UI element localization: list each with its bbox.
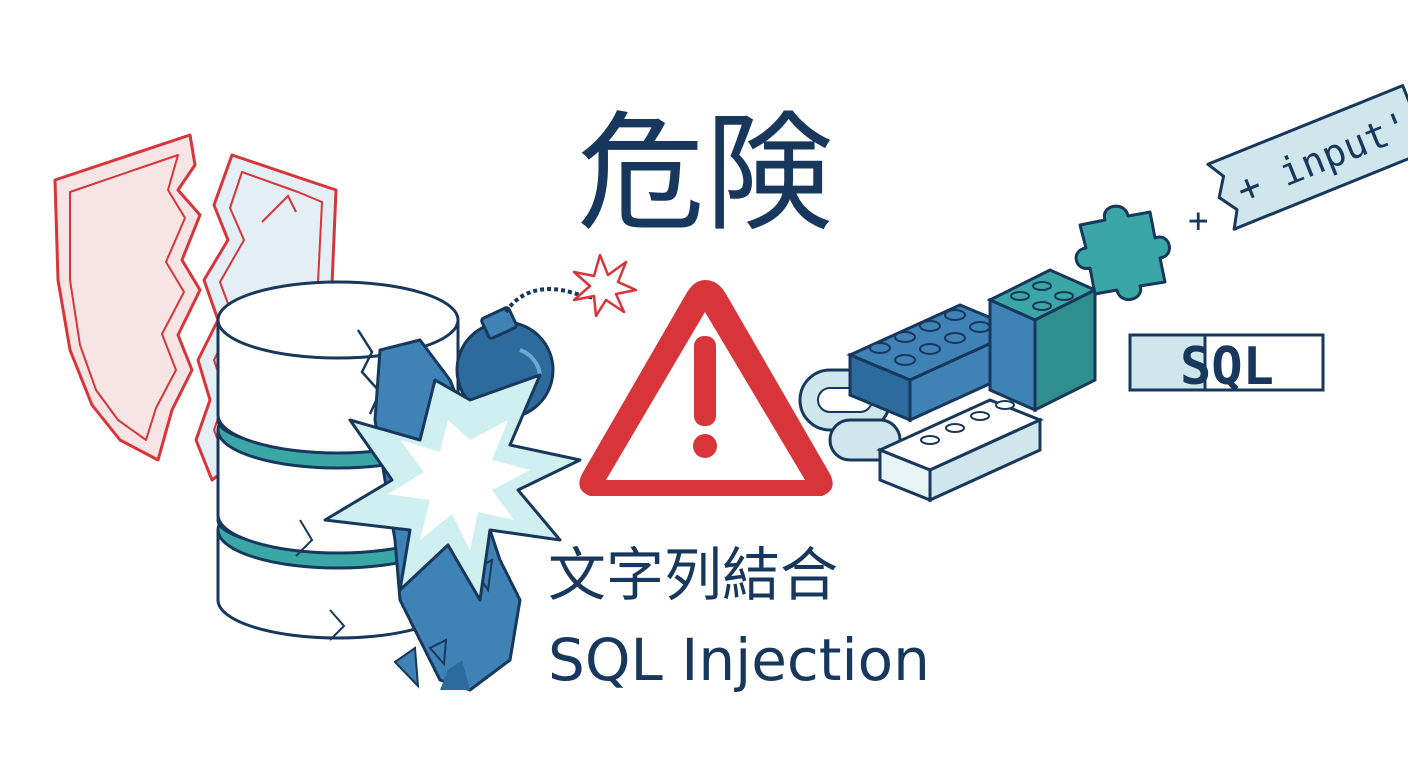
sql-label: SQL bbox=[1180, 337, 1274, 397]
heading-danger: 危険 bbox=[577, 100, 833, 249]
explosion-icon bbox=[323, 373, 582, 602]
code-snippet-strip: + input' bbox=[1206, 84, 1408, 231]
lego-bricks-icon bbox=[846, 268, 1099, 503]
sql-label-box: SQL bbox=[1128, 333, 1325, 397]
subtitle-jp: 文字列結合 bbox=[548, 541, 838, 609]
warning-triangle-icon bbox=[579, 280, 833, 496]
plus-sign: + bbox=[1188, 201, 1208, 241]
subtitle-en: SQL Injection bbox=[548, 626, 930, 694]
puzzle-piece-icon bbox=[1074, 204, 1171, 301]
spark-icon bbox=[572, 253, 638, 318]
